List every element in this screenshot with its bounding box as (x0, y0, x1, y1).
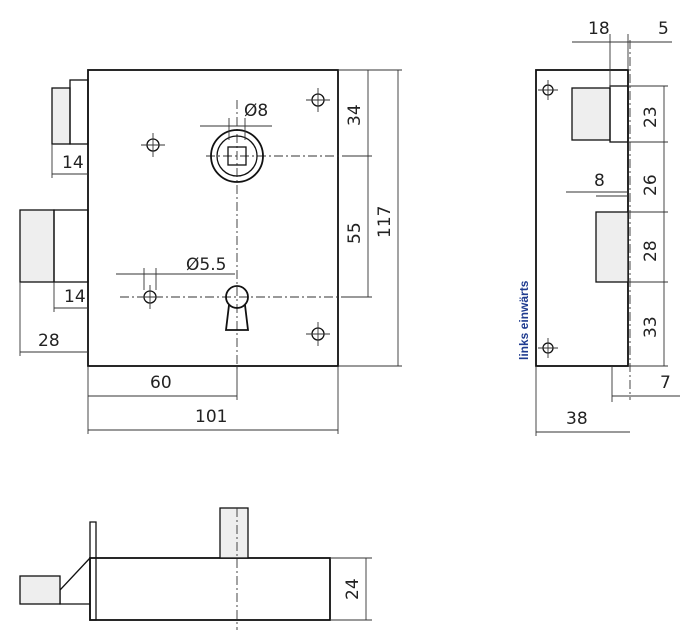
dim-28-label: 28 (38, 331, 60, 351)
dia8-label: Ø8 (244, 101, 268, 121)
dim-14-lower-label: 14 (64, 287, 86, 307)
front-view: Ø8 Ø5.5 14 14 28 (19, 69, 402, 434)
upper-bolt (51, 87, 71, 145)
dim-101: 101 (88, 366, 339, 434)
side-upper-bolt-head (609, 85, 629, 143)
lower-latch (19, 209, 55, 283)
dim-bottom-24-label: 24 (343, 578, 363, 600)
direction-note: links einwärts (517, 280, 531, 360)
dim-side-5-label: 5 (658, 19, 669, 39)
side-view: 18 5 8 23 26 28 33 7 (517, 19, 680, 436)
dim-117-label: 117 (375, 206, 395, 238)
dim-101-label: 101 (195, 407, 227, 427)
bottom-latch-bevel (59, 557, 91, 605)
screw-hole-left (141, 133, 165, 157)
dim-117: 117 (338, 70, 402, 367)
lower-latch-inner (53, 209, 89, 283)
dia5-5-label: Ø5.5 (186, 255, 226, 275)
keyhole-top (225, 285, 249, 309)
dim-55: 55 (345, 156, 372, 298)
bottom-tab (219, 507, 249, 559)
dim-side-38: 38 (535, 366, 630, 436)
dim-34-label: 34 (345, 104, 365, 126)
dim-side-33-label: 33 (641, 316, 661, 338)
dim-28: 28 (19, 282, 88, 356)
dim-60-label: 60 (150, 373, 172, 393)
dim-side-7: 7 (611, 366, 680, 402)
dim-side-23-label: 23 (641, 106, 661, 128)
dia5-5-dimension: Ø5.5 (116, 255, 235, 290)
dia8-dimension: Ø8 (200, 101, 272, 140)
side-screw-top (538, 80, 558, 100)
screw-hole-top-right (306, 88, 330, 112)
dim-14-upper: 14 (51, 144, 88, 178)
dim-60: 60 (87, 366, 238, 434)
screw-hole-bottom-right (306, 322, 330, 346)
bottom-spindle (19, 575, 61, 605)
bottom-latch (89, 521, 97, 621)
bottom-view: 24 (19, 507, 372, 630)
dim-side-38-label: 38 (566, 409, 588, 429)
bottom-body (89, 557, 331, 621)
side-latch (595, 211, 629, 283)
dim-side-18-label: 18 (588, 19, 610, 39)
dim-14-lower: 14 (53, 282, 88, 312)
upper-bolt-inner (69, 79, 89, 145)
dim-side-26-label: 26 (641, 174, 661, 196)
follower-hub-inner (216, 135, 258, 177)
lock-body-outline (87, 69, 339, 367)
side-upper-bolt (571, 87, 611, 141)
dim-side-5: 5 (627, 19, 672, 70)
dim-bottom-24: 24 (330, 557, 372, 621)
keyhole-slot (224, 304, 250, 331)
dim-side-8-label: 8 (594, 171, 605, 191)
screw-hole-lower-left (138, 285, 162, 309)
dim-side-7-label: 7 (660, 373, 671, 393)
dim-34: 34 (338, 69, 402, 157)
dim-55-label: 55 (345, 222, 365, 244)
dim-side-18: 18 (572, 19, 630, 88)
follower-hub (210, 129, 264, 183)
follower-square (227, 146, 247, 166)
dim-side-28-label: 28 (641, 240, 661, 262)
dim-14-upper-label: 14 (62, 153, 84, 173)
dim-side-8: 8 (566, 171, 628, 193)
side-screw-bottom (538, 338, 558, 358)
